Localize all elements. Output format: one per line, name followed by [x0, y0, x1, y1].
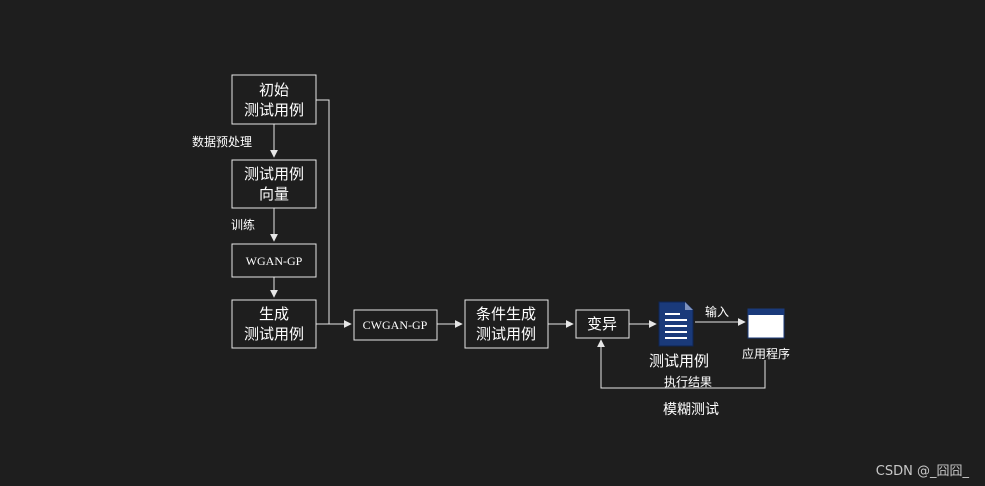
node-conditional-test-cases: 条件生成 测试用例 [464, 299, 549, 349]
generated-cases-line2: 测试用例 [244, 325, 304, 343]
mutation-label: 变异 [587, 315, 617, 333]
node-mutation: 变异 [575, 309, 630, 339]
node-generated-test-cases: 生成 测试用例 [231, 299, 317, 349]
node-test-case-vector: 测试用例 向量 [231, 159, 317, 209]
cwgan-gp-label: CWGAN-GP [363, 318, 428, 332]
generated-cases-line1: 生成 [259, 305, 289, 323]
application-window-icon [747, 308, 785, 339]
label-train: 训练 [231, 217, 255, 232]
case-vector-line1: 测试用例 [244, 165, 304, 183]
initial-cases-line2: 测试用例 [244, 101, 304, 119]
node-initial-test-cases: 初始 测试用例 [231, 74, 317, 125]
fuzzing-test-label: 模糊测试 [663, 402, 719, 418]
label-input: 输入 [705, 304, 729, 319]
node-wgan-gp: WGAN-GP [231, 243, 317, 278]
application-label: 应用程序 [742, 346, 790, 361]
case-vector-line2: 向量 [259, 185, 289, 203]
node-cwgan-gp: CWGAN-GP [353, 309, 438, 341]
conditional-cases-line1: 条件生成 [476, 305, 536, 323]
initial-cases-line1: 初始 [259, 81, 289, 99]
label-exec-result: 执行结果 [664, 375, 712, 389]
edge-feedback-loop [597, 339, 766, 389]
wgan-gp-label: WGAN-GP [246, 254, 303, 268]
label-preprocess: 数据预处理 [192, 134, 252, 149]
test-case-doc-label: 测试用例 [649, 352, 709, 370]
watermark: CSDN @_囧囧_ [875, 464, 969, 479]
document-icon [658, 301, 694, 347]
edge-initial-to-cwgan [316, 99, 352, 328]
conditional-cases-line2: 测试用例 [476, 325, 536, 343]
